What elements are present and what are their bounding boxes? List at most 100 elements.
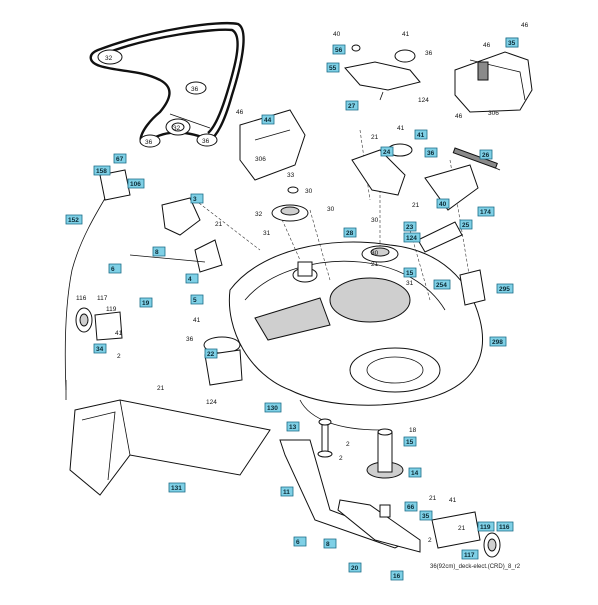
- part-callout-box: 4: [186, 274, 198, 283]
- gauge-wheel-left: [76, 308, 122, 340]
- part-number: 44: [264, 117, 272, 124]
- part-callout-box: 16: [391, 571, 403, 580]
- part-number-plain: 21: [157, 385, 165, 392]
- part-number: 254: [436, 282, 447, 289]
- part-callout-box: 15: [404, 268, 416, 277]
- part-callout-box: 8: [153, 247, 165, 256]
- part-number: 34: [96, 346, 104, 353]
- part-number-plain: 21: [458, 525, 466, 532]
- part-number-plain: 46: [455, 113, 463, 120]
- part-callout-box: 36: [425, 148, 437, 157]
- part-number: 3: [193, 196, 197, 203]
- part-number: 124: [406, 235, 417, 242]
- part-number-plain: 40: [333, 31, 341, 38]
- part-number-plain: 46: [236, 109, 244, 116]
- part-number: 5: [193, 297, 197, 304]
- pulley-label: 36: [202, 138, 210, 145]
- belt-cover-right: [455, 52, 532, 112]
- part-number: 13: [289, 424, 297, 431]
- part-number: 22: [207, 351, 215, 358]
- part-callout-box: 66: [405, 502, 417, 511]
- part-number-plain: 2: [117, 353, 121, 360]
- part-number-plain: 31: [406, 280, 414, 287]
- part-number: 6: [111, 266, 115, 273]
- control-cable: [65, 170, 130, 400]
- part-number: 14: [411, 470, 419, 477]
- part-number-plain: 41: [193, 317, 201, 324]
- diagram-caption: 36(92cm)_deck-elect.(CRD)_8_r2: [430, 564, 521, 570]
- gauge-wheel-right: [432, 512, 500, 557]
- part-callout-box: 130: [265, 403, 281, 412]
- part-number-plain: 36: [186, 336, 194, 343]
- mower-deck: [229, 242, 482, 430]
- part-number: 119: [480, 524, 491, 531]
- deck-bracket-right: [418, 222, 485, 305]
- part-number: 117: [464, 552, 475, 559]
- part-callout-box: 35: [506, 38, 518, 47]
- part-number-plain: 41: [449, 497, 457, 504]
- part-number-plain: 31: [263, 230, 271, 237]
- part-callout-box: 25: [460, 220, 472, 229]
- part-number-plain: 2: [428, 537, 432, 544]
- part-number: 15: [406, 439, 414, 446]
- part-callout-box: 26: [480, 150, 492, 159]
- part-number: 130: [267, 405, 278, 412]
- part-number: 25: [462, 222, 470, 229]
- idler-bracket: [345, 45, 420, 100]
- part-number: 41: [417, 132, 425, 139]
- pulley-label: 32: [173, 125, 181, 132]
- part-number: 27: [348, 103, 356, 110]
- part-callout-box: 174: [478, 207, 494, 216]
- part-callout-box: 117: [462, 550, 478, 559]
- pulley-label: 32: [105, 55, 113, 62]
- part-number: 55: [329, 65, 337, 72]
- part-number-plain: 2: [346, 441, 350, 448]
- part-number: 23: [406, 224, 414, 231]
- part-number: 8: [326, 541, 330, 548]
- part-number-plain: 119: [106, 306, 117, 313]
- part-number: 4: [188, 276, 192, 283]
- part-callout-box: 8: [324, 539, 336, 548]
- part-callout-box: 24: [381, 147, 393, 156]
- part-number-plain: 18: [409, 427, 417, 434]
- drive-belt: [91, 23, 244, 143]
- part-callout-box: 15: [404, 437, 416, 446]
- part-number: 106: [130, 181, 141, 188]
- part-number-plain: 2: [339, 455, 343, 462]
- part-callout-box: 116: [497, 522, 513, 531]
- part-callout-box: 11: [281, 487, 293, 496]
- part-callout-box: 13: [287, 422, 299, 431]
- part-callout-box: 28: [344, 228, 356, 237]
- part-number-plain: 30: [371, 250, 379, 257]
- part-callout-box: 131: [169, 483, 185, 492]
- part-number-plain: 46: [483, 42, 491, 49]
- part-number-plain: 30: [327, 206, 335, 213]
- part-number-plain: 306: [488, 110, 499, 117]
- part-callout-box: 14: [409, 468, 421, 477]
- part-callout-box: 124: [404, 233, 420, 242]
- part-callout-box: 106: [128, 179, 144, 188]
- part-callout-box: 295: [497, 284, 513, 293]
- part-callout-box: 158: [94, 166, 110, 175]
- part-callout-box: 19: [140, 298, 152, 307]
- part-callout-box: 35: [420, 511, 432, 520]
- spindle-left: [318, 419, 332, 457]
- part-number-plain: 41: [397, 125, 405, 132]
- part-number-plain: 21: [371, 261, 379, 268]
- part-callout-box: 23: [404, 222, 416, 231]
- center-pulley: [272, 187, 308, 221]
- part-number-plain: 46: [521, 22, 529, 29]
- part-number: 36: [427, 150, 435, 157]
- part-callout-box: 56: [333, 45, 345, 54]
- part-number-plain: 30: [371, 217, 379, 224]
- part-number-plain: 21: [429, 495, 437, 502]
- part-callout-box: 44: [262, 115, 274, 124]
- part-number: 16: [393, 573, 401, 580]
- pulley-label: 36: [191, 86, 199, 93]
- discharge-chute: [70, 400, 270, 495]
- lift-bracket-left: [130, 198, 222, 272]
- part-callout-box: 34: [94, 344, 106, 353]
- right-pulley: [352, 144, 412, 262]
